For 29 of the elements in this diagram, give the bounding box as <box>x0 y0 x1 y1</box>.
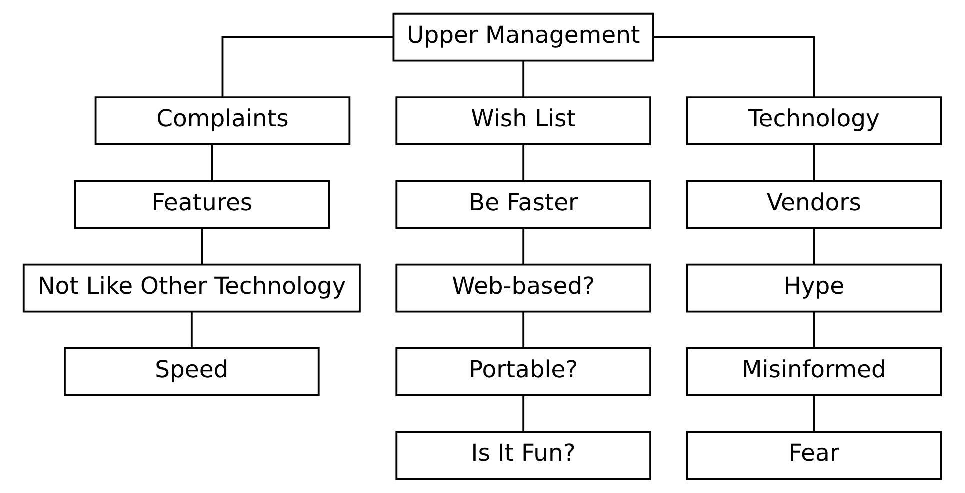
connector <box>813 228 816 265</box>
connector <box>813 312 816 348</box>
connector <box>522 144 525 182</box>
node-box: Speed <box>64 348 320 396</box>
node-box: Web-based? <box>396 264 652 313</box>
connector <box>222 36 394 98</box>
node-box: Hype <box>686 264 942 313</box>
node-box: Portable? <box>396 348 652 396</box>
connector <box>201 228 204 265</box>
node-box: Not Like Other Technology <box>22 264 361 313</box>
node-box: Fear <box>686 431 942 480</box>
connector <box>813 144 816 182</box>
node-box: Is It Fun? <box>396 431 652 480</box>
connector <box>522 396 525 432</box>
node-box: Features <box>74 180 330 230</box>
node-box: Technology <box>686 96 942 146</box>
connector <box>522 228 525 265</box>
node-box: Misinformed <box>686 348 942 396</box>
connector <box>813 396 816 432</box>
connector <box>522 312 525 348</box>
connector <box>212 144 214 182</box>
node-box: Wish List <box>396 96 652 146</box>
connector <box>654 36 816 98</box>
node-box: Be Faster <box>396 180 652 230</box>
connector <box>190 312 193 348</box>
node-box: Upper Management <box>392 12 654 62</box>
node-box: Complaints <box>94 96 351 146</box>
node-box: Vendors <box>686 180 942 230</box>
connector <box>522 61 525 98</box>
